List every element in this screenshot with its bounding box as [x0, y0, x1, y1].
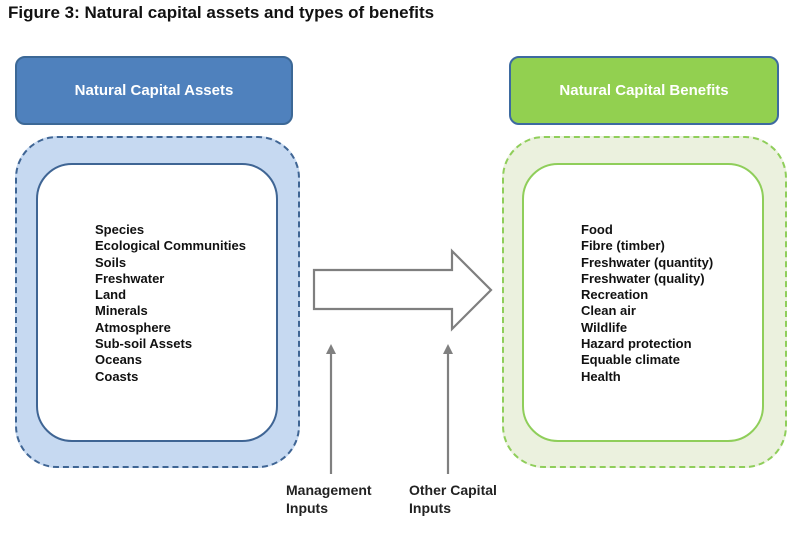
assets-header-box: Natural Capital Assets	[15, 56, 293, 125]
label-line: Inputs	[409, 500, 451, 516]
benefit-item: Freshwater (quality)	[581, 270, 705, 286]
benefit-item: Recreation	[581, 287, 649, 303]
asset-item: Freshwater	[95, 270, 165, 286]
asset-item: Sub-soil Assets	[95, 336, 193, 352]
benefits-header-box: Natural Capital Benefits	[509, 56, 779, 125]
benefit-item: Freshwater (quantity)	[581, 254, 714, 270]
benefits-list: Food Fibre (timber) Freshwater (quantity…	[581, 222, 713, 385]
asset-item: Coasts	[95, 368, 139, 384]
asset-item: Species	[95, 222, 145, 237]
flow-arrow-icon	[312, 248, 493, 332]
assets-inner-box	[36, 163, 278, 442]
management-input-arrow	[326, 344, 336, 474]
label-line: Other Capital	[409, 482, 497, 498]
assets-header-label: Natural Capital Assets	[74, 82, 234, 99]
figure-title: Figure 3: Natural capital assets and typ…	[8, 3, 435, 22]
label-line: Inputs	[286, 500, 328, 516]
benefit-item: Clean air	[581, 303, 636, 319]
benefit-item: Food	[581, 222, 613, 237]
benefit-item: Fibre (timber)	[581, 238, 665, 254]
benefits-header-label: Natural Capital Benefits	[559, 82, 729, 99]
benefit-item: Wildlife	[581, 319, 628, 335]
benefit-item: Equable climate	[581, 352, 680, 368]
asset-item: Ecological Communities	[95, 238, 246, 254]
benefits-inner-box	[522, 163, 764, 442]
asset-item: Soils	[95, 254, 127, 270]
asset-item: Atmosphere	[95, 319, 171, 335]
benefit-item: Health	[581, 368, 621, 384]
other-capital-input-arrow	[443, 344, 453, 474]
label-line: Management	[286, 482, 372, 498]
asset-item: Land	[95, 287, 127, 303]
asset-item: Oceans	[95, 352, 142, 368]
other-capital-inputs-label: Other Capital Inputs	[409, 481, 497, 517]
benefit-item: Hazard protection	[581, 336, 692, 352]
assets-list: Species Ecological Communities Soils Fre…	[95, 222, 246, 385]
management-inputs-label: Management Inputs	[286, 481, 372, 517]
asset-item: Minerals	[95, 303, 148, 319]
